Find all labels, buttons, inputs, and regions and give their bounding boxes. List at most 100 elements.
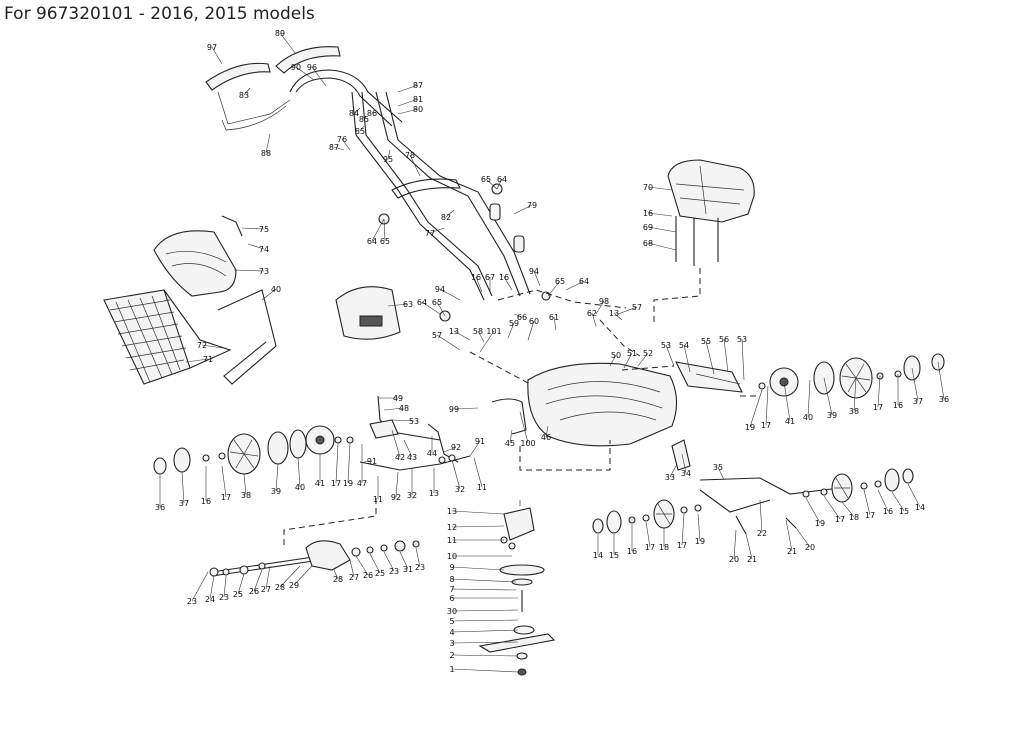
height-adjust-lever bbox=[359, 395, 471, 471]
part-callout-label: 53 bbox=[409, 417, 419, 426]
callout-leader bbox=[451, 566, 505, 571]
part-callout-label: 96 bbox=[307, 63, 317, 72]
rear-flap-grill bbox=[359, 315, 383, 327]
callout-leader bbox=[783, 381, 791, 422]
callout-leader bbox=[553, 316, 557, 331]
part-callout-label: 36 bbox=[939, 395, 949, 404]
part-callout-label: 27 bbox=[261, 585, 271, 594]
part-callout-label: 71 bbox=[203, 355, 213, 364]
callout-leader bbox=[595, 300, 605, 315]
part-callout-label: 21 bbox=[747, 555, 757, 564]
part-callout-label: 56 bbox=[719, 335, 729, 344]
part-callout-label: 40 bbox=[271, 285, 281, 294]
callout-leader bbox=[453, 330, 471, 341]
callout-leader bbox=[451, 525, 505, 528]
control-cable bbox=[225, 105, 287, 131]
part-callout-label: 61 bbox=[549, 313, 559, 322]
callout-leader bbox=[507, 322, 515, 339]
callout-leader bbox=[647, 242, 677, 251]
callout-leader bbox=[185, 358, 209, 363]
handle-assembly bbox=[205, 46, 551, 322]
callout-leader bbox=[645, 521, 651, 548]
transmission-assembly bbox=[209, 540, 420, 577]
callout-leader bbox=[637, 352, 649, 367]
part-callout-label: 16 bbox=[893, 401, 903, 410]
part-callout-label: 62 bbox=[587, 309, 597, 318]
control-bar bbox=[205, 62, 271, 91]
part-callout-label: 35 bbox=[713, 463, 723, 472]
callout-leader bbox=[451, 459, 461, 490]
callout-leader bbox=[399, 551, 409, 570]
part-callout-label: 16 bbox=[499, 273, 509, 282]
callout-leader bbox=[349, 559, 355, 578]
front-bracket bbox=[671, 439, 691, 471]
callout-leader bbox=[265, 565, 271, 590]
part-callout-label: 77 bbox=[425, 229, 435, 238]
callout-leader bbox=[475, 276, 483, 293]
callout-leader bbox=[473, 457, 483, 488]
engine-mount-leader bbox=[653, 268, 701, 322]
part-callout-label: 26 bbox=[363, 571, 373, 580]
rear-flap bbox=[335, 286, 401, 340]
part-callout-label: 41 bbox=[785, 417, 795, 426]
callout-leader bbox=[387, 303, 409, 307]
callout-leader bbox=[451, 629, 519, 633]
part-callout-label: 5 bbox=[449, 617, 454, 626]
part-callout-label: 92 bbox=[451, 443, 461, 452]
callout-leader bbox=[665, 344, 675, 367]
part-callout-label: 13 bbox=[449, 327, 459, 336]
part-callout-label: 64 bbox=[579, 277, 589, 286]
part-callout-label: 15 bbox=[899, 507, 909, 516]
callout-leader bbox=[907, 483, 921, 508]
callout-leader bbox=[279, 565, 301, 588]
callout-leader bbox=[233, 269, 265, 272]
callout-leader bbox=[383, 218, 386, 242]
part-callout-label: 26 bbox=[249, 587, 259, 596]
part-callout-label: 57 bbox=[632, 303, 642, 312]
callout-leader bbox=[647, 226, 677, 233]
part-callout-label: 65 bbox=[432, 298, 442, 307]
part-callout-label: 90 bbox=[291, 63, 301, 72]
callout-leader bbox=[823, 377, 833, 416]
part-callout-label: 23 bbox=[415, 563, 425, 572]
part-callout-label: 91 bbox=[475, 437, 485, 446]
grass-bag-assembly bbox=[103, 215, 277, 385]
callout-leader bbox=[749, 389, 763, 428]
deck-center-leader bbox=[519, 440, 611, 471]
callout-leader bbox=[295, 66, 315, 81]
callout-leader bbox=[877, 375, 881, 408]
part-callout-label: 67 bbox=[485, 273, 495, 282]
part-callout-label: 16 bbox=[471, 273, 481, 282]
callout-leader bbox=[485, 178, 498, 190]
callout-leader bbox=[191, 571, 209, 602]
part-callout-label: 87 bbox=[413, 81, 423, 90]
part-callout-label: 79 bbox=[527, 201, 537, 210]
part-callout-label: 17 bbox=[873, 403, 883, 412]
part-callout-label: 60 bbox=[529, 317, 539, 326]
part-callout-label: 17 bbox=[677, 541, 687, 550]
part-callout-label: 53 bbox=[661, 341, 671, 350]
drive-belt bbox=[499, 564, 545, 576]
callout-leader bbox=[347, 443, 351, 484]
callout-leader bbox=[421, 301, 441, 315]
callout-leader bbox=[397, 108, 419, 115]
callout-leader bbox=[617, 306, 638, 315]
part-callout-label: 11 bbox=[477, 483, 487, 492]
handle-rail-left bbox=[351, 91, 485, 301]
callout-leader bbox=[293, 565, 313, 586]
part-callout-label: 95 bbox=[383, 155, 393, 164]
callout-leader bbox=[765, 385, 769, 426]
part-callout-label: 73 bbox=[259, 267, 269, 276]
front-axle-assembly bbox=[671, 439, 841, 535]
rear-wheel-right bbox=[758, 353, 945, 399]
control-bail bbox=[217, 91, 291, 131]
part-callout-label: 15 bbox=[609, 551, 619, 560]
callout-leader bbox=[519, 411, 529, 444]
callout-leader bbox=[241, 227, 265, 230]
part-callout-label: 17 bbox=[221, 493, 231, 502]
part-callout-label: 4 bbox=[449, 628, 454, 637]
callout-leader bbox=[436, 334, 461, 351]
callout-leader bbox=[823, 495, 841, 520]
part-callout-label: 87 bbox=[329, 143, 339, 152]
